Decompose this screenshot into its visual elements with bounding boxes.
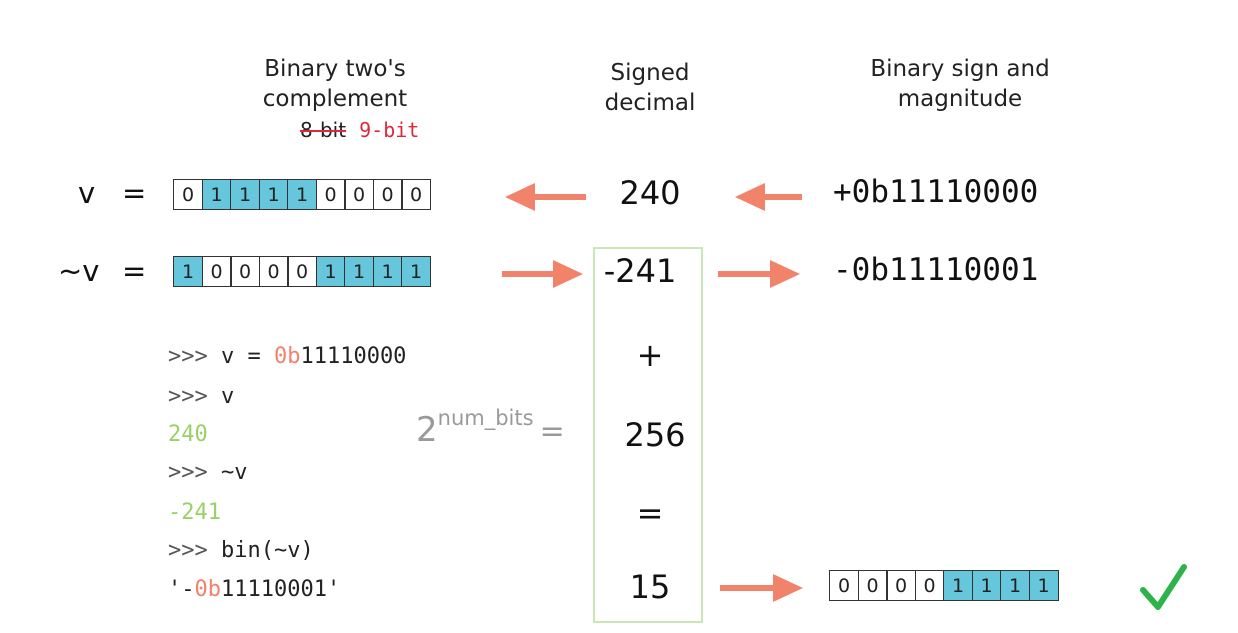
not-v-decimal: -241 (603, 252, 677, 290)
bit-cell: 0 (201, 256, 232, 287)
binary-prefix: 0b (194, 577, 222, 602)
not-v-equals-text: = (122, 254, 147, 288)
prompt: >>> (168, 538, 221, 563)
bit-cell: 0 (401, 179, 431, 210)
sign-magnitude-header: Binary sign and magnitude (830, 54, 1090, 114)
arrow-left-icon (505, 183, 586, 211)
arrow-right-icon (718, 260, 800, 288)
bit-cell: 1 (943, 570, 973, 601)
new-bit-width: 9-bit (359, 118, 420, 142)
bit-cell: 0 (230, 256, 260, 287)
bit-cell: 1 (258, 179, 289, 210)
modulus-value: 256 (624, 416, 686, 454)
bit-cell: 1 (201, 179, 232, 210)
twos-header-line1: Binary two's (264, 56, 406, 82)
bit-cell: 1 (971, 570, 1002, 601)
not-v-label: ~v (58, 254, 99, 288)
bit-width-annotation: 8-bit 9-bit (300, 118, 419, 142)
code-text: 11110000 (300, 344, 407, 369)
sign-mag-header-line2: magnitude (897, 86, 1023, 112)
bit-cell: 0 (857, 570, 888, 601)
power-base: 2 (416, 410, 438, 450)
bit-cell: 1 (287, 179, 317, 210)
code-text: bin(~v) (220, 538, 314, 563)
code-text: v = (220, 344, 274, 369)
prompt: >>> (168, 384, 221, 409)
v-equals-text: = (122, 176, 147, 210)
code-line-2: >>> v (168, 384, 234, 409)
bit-cell: 0 (258, 256, 289, 287)
bit-cell: 0 (344, 179, 374, 210)
prompt: >>> (168, 460, 221, 485)
v-label-text: v (78, 176, 96, 210)
bit-cell: 0 (315, 179, 346, 210)
bit-cell: 1 (315, 256, 346, 287)
code-text: v (220, 384, 235, 409)
v-decimal: 240 (619, 174, 681, 212)
bit-cell: 1 (401, 256, 431, 287)
not-v-sign-magnitude: -0b11110001 (833, 252, 1039, 288)
code-text: '- (168, 577, 195, 602)
bit-cell: 1 (173, 256, 203, 287)
result-value: 15 (629, 568, 671, 606)
power-exponent: num_bits (437, 406, 534, 430)
not-v-equals: = (122, 254, 146, 288)
sign-mag-header-line1: Binary sign and (870, 56, 1050, 82)
signed-decimal-header: Signed decimal (585, 58, 715, 118)
modulo-computation-box (593, 247, 703, 623)
twos-header-line2: complement (262, 86, 408, 112)
signed-header-line1: Signed (610, 60, 690, 86)
bit-cell: 1 (1000, 570, 1030, 601)
binary-prefix: 0b (273, 344, 301, 369)
code-line-5: -241 (168, 500, 221, 525)
code-text: ~v (220, 460, 248, 485)
code-line-3: 240 (168, 422, 208, 447)
arrow-right-icon (502, 260, 583, 288)
plus-sign: + (636, 336, 664, 374)
power-equals: = (539, 414, 565, 449)
old-bit-width: 8-bit (300, 118, 347, 142)
bit-cell: 1 (1028, 570, 1059, 601)
bit-cell: 0 (886, 570, 916, 601)
arrow-right-icon (720, 574, 803, 602)
code-line-6: >>> bin(~v) (168, 538, 314, 563)
signed-header-line2: decimal (604, 90, 696, 116)
check-icon (1140, 564, 1187, 610)
bit-cell: 1 (372, 256, 403, 287)
power-of-two-label: 2num_bits= (416, 406, 565, 450)
not-v-label-text: ~v (58, 254, 100, 288)
v-equals: = (122, 176, 146, 210)
prompt: >>> (168, 344, 221, 369)
v-label: v (78, 176, 95, 210)
bit-cell: 1 (344, 256, 374, 287)
code-text: 11110001' (221, 577, 341, 602)
code-line-7: '-0b11110001' (168, 577, 340, 602)
bit-cell: 0 (829, 570, 859, 601)
code-line-4: >>> ~v (168, 460, 247, 485)
arrow-left-icon (735, 183, 802, 211)
code-line-1: >>> v = 0b11110000 (168, 344, 406, 369)
bit-cell: 0 (372, 179, 403, 210)
twos-complement-header: Binary two's complement (230, 54, 440, 114)
equals-sign: = (636, 494, 664, 532)
v-sign-magnitude: +0b11110000 (833, 174, 1039, 210)
